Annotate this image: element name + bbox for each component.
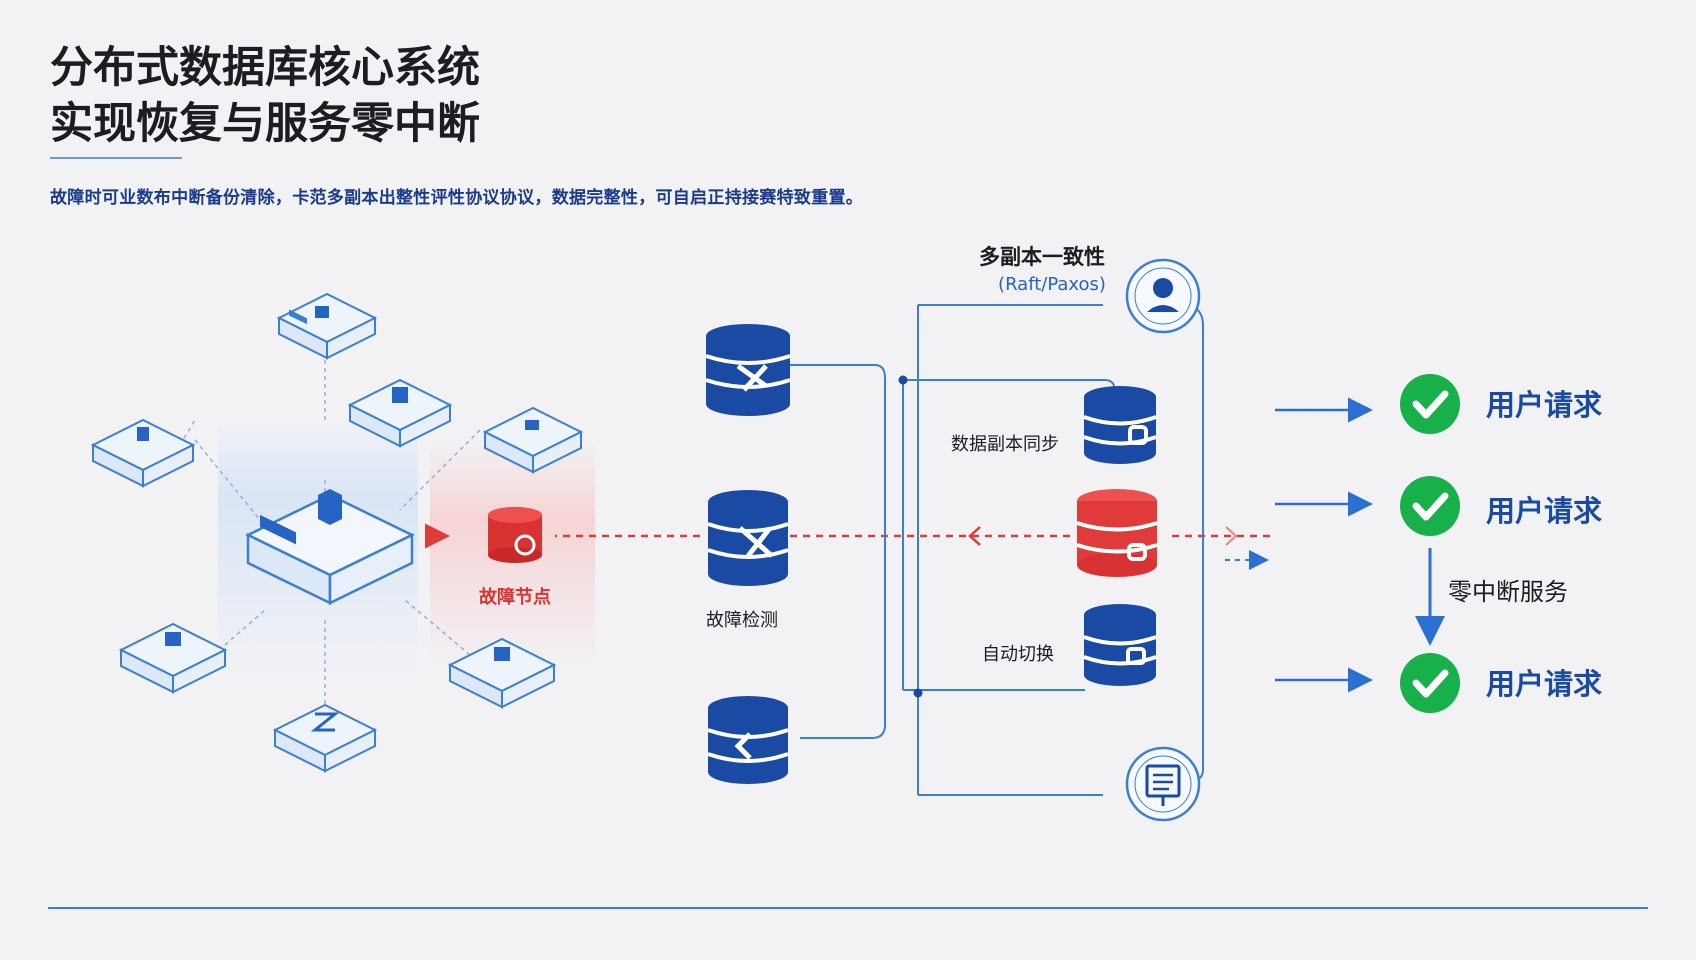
server-node-upper-mid <box>347 378 453 448</box>
title-underline <box>50 157 182 159</box>
user-request-label-2: 用户请求 <box>1486 494 1602 528</box>
zero-interrupt-label: 零中断服务 <box>1448 578 1568 606</box>
consistency-label: 多副本一致性 <box>979 245 1105 269</box>
check-icon <box>1400 476 1460 536</box>
document-icon <box>1125 746 1201 822</box>
server-node-bottom <box>272 703 378 773</box>
fault-node <box>488 507 542 563</box>
fault-detect-label: 故障检测 <box>706 610 778 631</box>
server-node-left <box>90 418 196 488</box>
junction-top <box>898 375 908 385</box>
server-cluster: 故障节点 <box>90 292 595 773</box>
fault-node-label: 故障节点 <box>479 586 551 608</box>
db-replica-switch <box>1083 604 1157 686</box>
server-node-lower-left <box>118 622 228 694</box>
user-request-label-1: 用户请求 <box>1486 388 1602 422</box>
server-node-right <box>482 406 584 474</box>
footer-divider <box>48 907 1648 909</box>
db-replica-fault <box>1076 489 1158 577</box>
cluster-links <box>179 360 481 710</box>
db-backup <box>707 696 789 784</box>
db-primary <box>705 324 791 416</box>
replica-column: 多副本一致性 (Raft/Paxos) 数据副本同步 自动切换 <box>951 245 1201 822</box>
title-line-2: 实现恢复与服务零中断 <box>50 99 480 149</box>
db-replica-sync <box>1083 386 1157 464</box>
check-icon <box>1400 374 1460 434</box>
user-requests: 用户请求 用户请求 用户请求 零中断服务 <box>1275 374 1602 713</box>
user-icon <box>1125 258 1201 334</box>
failure-path <box>425 523 1272 570</box>
page-title: 分布式数据库核心系统 实现恢复与服务零中断 <box>50 40 480 152</box>
server-node-top <box>276 292 378 360</box>
server-node-lower-right <box>447 637 557 709</box>
server-node-main <box>245 489 415 606</box>
user-request-label-3: 用户请求 <box>1486 667 1602 701</box>
fault-detection: 故障检测 <box>705 324 791 784</box>
junction-bottom <box>913 688 923 698</box>
auto-switch-label: 自动切换 <box>982 644 1054 665</box>
failure-arrow-left <box>968 526 981 546</box>
replica-sync-label: 数据副本同步 <box>951 434 1059 455</box>
title-line-1: 分布式数据库核心系统 <box>50 43 480 93</box>
subtitle: 故障时可业数布中断备份清除，卡范多副本出整性评性协议协议，数据完整性，可自启正持… <box>50 188 864 208</box>
db-detect <box>707 490 789 586</box>
check-icon <box>1400 653 1460 713</box>
consistency-protocol: (Raft/Paxos) <box>998 274 1106 295</box>
